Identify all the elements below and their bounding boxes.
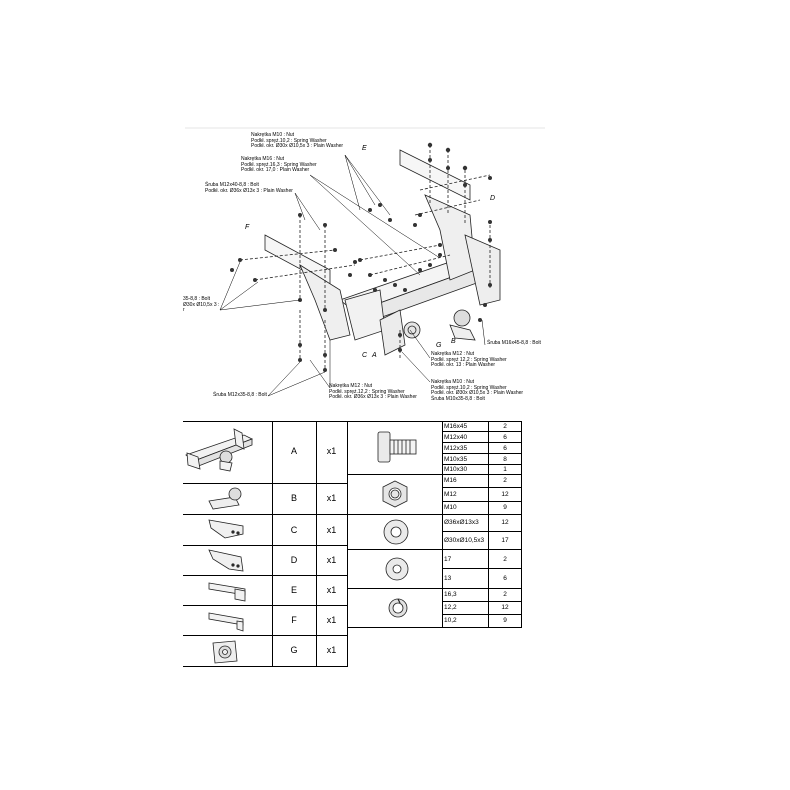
- part-d-qty: x1: [326, 555, 337, 565]
- nut-icon: [382, 480, 408, 508]
- towbar-crossbar-icon: [185, 428, 253, 472]
- spring-washer-qty-10: 9: [503, 617, 507, 624]
- part-g-letter: G: [290, 645, 298, 655]
- part-letter-c: C: [362, 352, 368, 359]
- nut-qty-m12: 12: [501, 491, 509, 498]
- part-letter-e: E: [362, 145, 367, 152]
- flat-washer-size-17: 17: [444, 556, 452, 563]
- part-c-letter: C: [290, 525, 298, 535]
- part-letter-a: A: [372, 352, 377, 359]
- bracket-d-icon: [208, 549, 244, 572]
- part-g-qty: x1: [326, 645, 337, 655]
- washer-size-36: Ø36xØ13x3: [444, 519, 479, 526]
- nut-qty-m10: 9: [503, 504, 507, 511]
- spring-washer-qty-16: 2: [503, 591, 507, 598]
- part-c-qty: x1: [326, 525, 337, 535]
- nut-size-m12: M12: [444, 491, 457, 498]
- part-letter-d: D: [490, 195, 496, 202]
- bolt-size-m12x40: M12x40: [444, 434, 468, 441]
- label-bolt-m16x45: Śruba M16x45-8,8 : Bolt: [487, 340, 541, 346]
- part-letter-f: F: [245, 224, 250, 231]
- washer-size-30: Ø30xØ10,5x3: [444, 537, 485, 544]
- bolt-icon: [377, 431, 417, 463]
- washer-qty-36: 12: [501, 519, 509, 526]
- spring-washer-size-12: 12,2: [444, 604, 457, 611]
- towball-icon: [208, 487, 242, 510]
- part-letter-b: B: [451, 338, 456, 345]
- nut-qty-m16: 2: [503, 477, 507, 484]
- part-b-qty: x1: [326, 493, 337, 503]
- spring-washer-size-16: 16,3: [444, 591, 457, 598]
- label-nut-m12-right: Nakrętka M12 : Nut Podkł. spręż 12,2 : S…: [431, 351, 507, 369]
- bolt-qty-m12x35: 6: [503, 445, 507, 452]
- bolt-qty-m10x30: 1: [503, 466, 507, 473]
- label-nut-m16: Nakrętka M16 : Nut Podkł. spręż.16,3 : S…: [241, 156, 317, 174]
- part-f-letter: F: [291, 615, 297, 625]
- spring-washer-size-10: 10,2: [444, 617, 457, 624]
- washer-qty-30: 17: [501, 537, 509, 544]
- bolt-size-m10x30: M10x30: [444, 466, 468, 473]
- label-bolt-partial: 35-8,8 : Bolt Ø30x Ø10,5x 3 : r: [183, 296, 220, 314]
- socket-plate-icon: [212, 640, 238, 664]
- bolt-size-m16x45: M16x45: [444, 423, 468, 430]
- spring-washer-qty-12: 12: [501, 604, 509, 611]
- plate-f-icon: [208, 612, 244, 632]
- part-b-letter: B: [290, 493, 297, 503]
- part-e-qty: x1: [326, 585, 337, 595]
- plain-washer-icon: [383, 519, 409, 545]
- part-f-qty: x1: [326, 615, 337, 625]
- part-e-letter: E: [290, 585, 297, 595]
- nut-size-m10: M10: [444, 504, 457, 511]
- label-nut-m12-center: Nakrętka M12 : Nut Podkł. spręż.12,2 : S…: [329, 383, 417, 401]
- bolt-size-m12x35: M12x35: [444, 445, 468, 452]
- flat-washer-qty-13: 6: [503, 575, 507, 582]
- bolt-qty-m10x35: 8: [503, 456, 507, 463]
- bolt-qty-m12x40: 6: [503, 434, 507, 441]
- bolt-size-m10x35: M10x35: [444, 456, 468, 463]
- label-nut-m10-right: Nakrętka M10 : Nut Podkł. spręż.10,2 : S…: [431, 379, 524, 402]
- exploded-assembly-diagram: Nakrętka M10 : Nut Podkł. spręż.10,2 : S…: [183, 127, 545, 402]
- spring-washer-icon: [388, 598, 408, 618]
- bolt-qty-m16x45: 2: [503, 423, 507, 430]
- part-a-letter: A: [290, 446, 297, 456]
- bracket-c-icon: [208, 519, 244, 539]
- label-bolt-m12x40: Śruba M12x40-8,8 : Bolt Podkł. okr. Ø36x…: [205, 182, 293, 194]
- flat-washer-size-13: 13: [444, 575, 452, 582]
- plate-e-icon: [208, 582, 246, 602]
- label-nut-m10: Nakrętka M10 : Nut Podkł. spręż.10,2 : S…: [251, 132, 344, 150]
- flat-washer-qty-17: 2: [503, 556, 507, 563]
- nut-size-m16: M16: [444, 477, 457, 484]
- part-letter-g: G: [436, 342, 442, 349]
- label-bolt-m12x35: Śruba M12x35-8,8 : Bolt: [213, 392, 267, 398]
- part-d-letter: D: [290, 555, 298, 565]
- part-a-qty: x1: [326, 446, 337, 456]
- flat-washer-icon: [385, 557, 409, 581]
- assembly-drawing: [185, 127, 545, 397]
